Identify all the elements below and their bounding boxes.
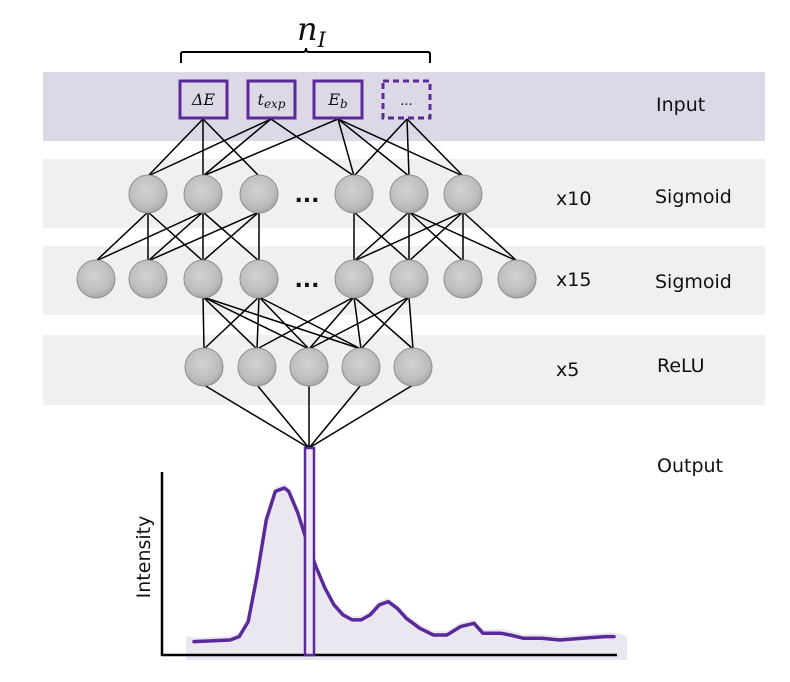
input-label-base: E — [327, 90, 340, 109]
hidden-layer-2-node — [497, 259, 537, 299]
edge-input-to-hidden1 — [147, 118, 272, 177]
hidden-layer-3-node — [393, 347, 433, 387]
edge-hidden1-to-hidden2 — [147, 211, 204, 262]
hidden-layer-1-node — [239, 174, 279, 214]
input-count-symbol-base: n — [297, 10, 318, 48]
edge-hidden1-to-hidden2 — [353, 211, 464, 262]
input-box — [246, 79, 297, 120]
edge-hidden2-to-hidden3 — [258, 296, 310, 350]
edge-hidden2-to-hidden3 — [360, 296, 410, 350]
input-box — [381, 79, 432, 120]
input-label-base: ... — [400, 94, 412, 109]
edge-hidden2-to-hidden3 — [258, 296, 362, 350]
edge-input-to-hidden1 — [147, 118, 204, 177]
hidden-layer-3-node — [237, 347, 277, 387]
edge-input-to-hidden1 — [406, 118, 464, 177]
hidden-layer-3-count: x5 — [556, 359, 579, 381]
edge-hidden2-to-hidden3 — [202, 296, 205, 350]
edge-input-to-hidden1 — [337, 118, 464, 177]
hidden-layer-2-node — [76, 259, 116, 299]
edge-hidden2-to-hidden3 — [353, 296, 414, 350]
input-feature-texp: texp — [246, 79, 297, 120]
output-label: Output — [657, 455, 723, 477]
hidden-layer-2-count: x15 — [556, 269, 591, 291]
edge-hidden1-to-hidden2 — [202, 211, 260, 262]
edge-hidden2-to-hidden3 — [202, 296, 362, 350]
input-label-subscript: b — [340, 97, 348, 111]
output-neuron-bar — [303, 446, 316, 657]
input-count-symbol-subscript: I — [317, 28, 327, 52]
network-connections — [95, 118, 518, 449]
edge-hidden2-to-hidden3 — [308, 296, 355, 350]
edge-hidden3-to-output — [203, 384, 310, 449]
edge-hidden2-to-hidden3 — [202, 296, 258, 350]
edge-hidden1-to-hidden2 — [353, 211, 410, 262]
spectrum-shaded-area — [186, 484, 627, 660]
hidden-layer-2-node — [128, 259, 168, 299]
y-axis-title: Intensity — [133, 516, 155, 599]
hidden-layer-1-node — [389, 174, 429, 214]
hidden-layer-1-count: x10 — [556, 188, 591, 210]
edge-hidden1-to-hidden2 — [147, 211, 260, 262]
input-label: ... — [400, 94, 412, 109]
edge-hidden1-to-hidden2 — [462, 211, 518, 262]
spectrum-line — [192, 486, 616, 644]
hidden-layer-1-node — [334, 174, 374, 214]
input-feature-more: ... — [381, 79, 432, 120]
edge-input-to-hidden1 — [270, 118, 355, 177]
network-nodes — [76, 174, 537, 387]
edge-input-to-hidden1 — [337, 118, 355, 177]
hidden-layer-3-activation: ReLU — [657, 355, 705, 377]
edge-input-to-hidden1 — [353, 118, 408, 177]
hidden-layer-2-ellipsis: ... — [294, 268, 319, 293]
input-feature-dE: ΔE — [178, 79, 229, 120]
edge-hidden2-to-hidden3 — [408, 296, 414, 350]
input-group-brace — [180, 47, 431, 63]
edge-hidden2-to-hidden3 — [202, 296, 310, 350]
output-spectrum-chart — [160, 472, 627, 660]
input-layer-label: Input — [656, 94, 705, 116]
hidden-layer-2-node — [183, 259, 223, 299]
edge-input-to-hidden1 — [202, 118, 339, 177]
hidden-layer-3-node — [289, 347, 329, 387]
edge-hidden2-to-hidden3 — [308, 296, 410, 350]
edge-hidden1-to-hidden2 — [408, 211, 464, 262]
edge-hidden3-to-output — [256, 384, 310, 449]
edge-hidden2-to-hidden3 — [256, 296, 355, 350]
hidden-layer-3-node — [341, 347, 381, 387]
input-count-symbol: nI — [297, 10, 327, 52]
input-feature-Eb: Eb — [312, 79, 364, 120]
edge-hidden2-to-hidden3 — [256, 296, 260, 350]
hidden-layer-1-ellipsis: ... — [294, 183, 319, 208]
input-box — [178, 79, 229, 120]
hidden-layer-2-node — [443, 259, 483, 299]
input-label-base: t — [258, 90, 265, 109]
input-label: texp — [258, 90, 286, 111]
edge-hidden3-to-output — [308, 384, 362, 449]
hidden-layer-2-node — [334, 259, 374, 299]
hidden-layer-3-node — [184, 347, 224, 387]
edge-input-to-hidden1 — [202, 118, 260, 177]
edge-input-to-hidden1 — [202, 118, 272, 177]
input-label: ΔE — [191, 90, 216, 109]
hidden-layer-1-node — [128, 174, 168, 214]
edge-hidden1-to-hidden2 — [95, 211, 149, 262]
edge-hidden1-to-hidden2 — [95, 211, 204, 262]
hidden-layer-1-node — [183, 174, 223, 214]
input-label: Eb — [327, 90, 347, 111]
edge-input-to-hidden1 — [406, 118, 410, 177]
input-label-subscript: exp — [264, 97, 286, 111]
edge-hidden3-to-output — [308, 384, 414, 449]
hidden-layer-2-node — [239, 259, 279, 299]
hidden-layer-2-node — [389, 259, 429, 299]
input-features: ΔE texp Eb... — [178, 79, 432, 120]
hidden-layer-1-node — [443, 174, 483, 214]
hidden-layer-2-activation: Sigmoid — [655, 271, 732, 293]
edge-input-to-hidden1 — [337, 118, 410, 177]
hidden-layer-1-activation: Sigmoid — [655, 186, 732, 208]
edge-hidden2-to-hidden3 — [203, 296, 260, 350]
input-box — [312, 79, 364, 120]
input-label-base: ΔE — [191, 90, 216, 109]
